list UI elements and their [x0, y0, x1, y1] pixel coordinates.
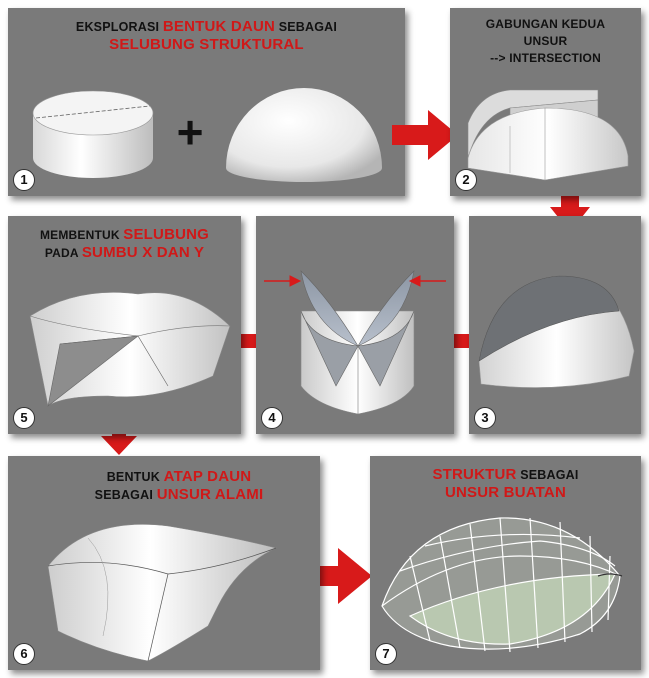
- step-badge-5: 5: [13, 407, 35, 429]
- panel-5-shapes: [8, 216, 241, 434]
- structure-shape: [382, 518, 622, 652]
- step-badge-4: 4: [261, 407, 283, 429]
- compress-arrows: [264, 276, 446, 286]
- folded-shell-shape: [301, 271, 414, 414]
- step-badge-7: 7: [375, 643, 397, 665]
- step-badge-6: 6: [13, 643, 35, 665]
- panel-7-shapes: [370, 456, 641, 670]
- panel-5: MEMBENTUK SELUBUNG PADA SUMBU X DAN Y 5: [8, 216, 241, 434]
- panel-6: BENTUK ATAP DAUN SEBAGAI UNSUR ALAMI 6: [8, 456, 320, 670]
- panel-4: 4: [256, 216, 454, 434]
- step-badge-3: 3: [474, 407, 496, 429]
- panel-4-shapes: [256, 216, 454, 434]
- leaf-roof-shape: [48, 524, 276, 661]
- panel-7: STRUKTUR SEBAGAI UNSUR BUATAN 7: [370, 456, 641, 670]
- panel-3-shapes: [469, 216, 641, 434]
- intersection-shape: [468, 90, 628, 180]
- panel-2: GABUNGAN KEDUA UNSUR --> INTERSECTION 2: [450, 8, 641, 196]
- shell-xy-shape: [30, 292, 230, 406]
- arrow-right-1: [392, 110, 458, 160]
- half-shell-shape: [479, 276, 634, 388]
- panel-3: 3: [469, 216, 641, 434]
- panel-6-shapes: [8, 456, 320, 670]
- panel-2-shapes: [450, 8, 641, 196]
- step-badge-2: 2: [455, 169, 477, 191]
